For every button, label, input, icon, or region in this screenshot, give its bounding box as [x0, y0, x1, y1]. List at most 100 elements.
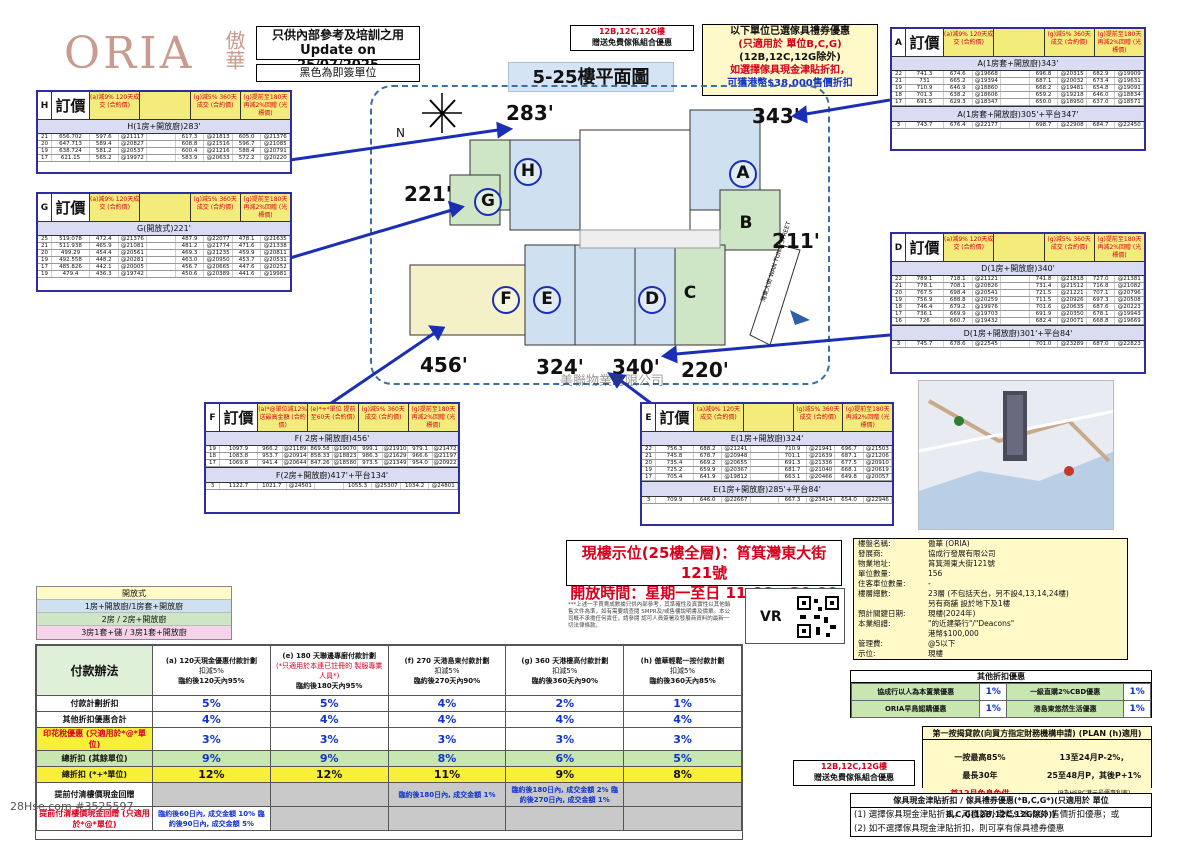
price-cell: @20827 [119, 141, 148, 147]
price-cell: @21635 [261, 236, 291, 242]
unit-g-marker[interactable]: G [474, 188, 502, 216]
price-cell: 954.0 [408, 460, 433, 466]
col-a: (a)減9% 120天成交 (合約價) [944, 234, 995, 261]
price-cell: @21910 [383, 446, 408, 452]
furniture-cash-box: 傢具現金津貼折扣 / 傢具禮券優惠(*B,C,G*)(只適用於 單位B,C,G(… [850, 793, 1152, 837]
map-drawing [919, 391, 1113, 529]
col-blank [994, 29, 1045, 56]
price-cell: 485.826 [52, 264, 90, 270]
price-cell: 17 [642, 474, 656, 480]
info-value: 現樓 [928, 649, 943, 658]
dim-g: 221' [404, 182, 452, 206]
unit-e-marker[interactable]: E [533, 286, 561, 314]
price-cell: 869.58 [308, 446, 333, 452]
other-title: 其他折扣優惠 [851, 671, 1151, 683]
price-cell: 19 [38, 148, 52, 154]
gift-desc: 贈送免費傢俬組合優惠 [592, 38, 672, 47]
price-cell: @20466 [807, 474, 836, 480]
price-cell: @21376 [119, 236, 148, 242]
price-cell: 659.9 [694, 467, 723, 473]
price-cell: @18347 [973, 99, 1002, 105]
col-g2: (g)提前至180天 再減2%回贈 (光標價) [408, 404, 458, 431]
vr-box[interactable]: VR [745, 588, 845, 644]
unit-f-marker[interactable]: F [492, 286, 520, 314]
price-cell: @20057 [864, 474, 892, 480]
table-letter: F [206, 404, 220, 431]
unit-d-marker[interactable]: D [638, 286, 666, 314]
info-value: 另有商舖 設於地下及1樓 [928, 599, 1011, 608]
price-cell: @19432 [973, 318, 1002, 324]
price-cell: @20508 [1115, 297, 1145, 303]
dim-c: 220' [681, 358, 729, 382]
price-cell: 691.3 [779, 460, 808, 466]
price-cell: @18580 [333, 460, 358, 466]
row-cash-rebate-special: 提前付清樓價現金回贈 (只適用於*@*單位)臨約後60日內, 成交金額 10% … [36, 806, 742, 831]
price-cell: @22450 [1115, 122, 1145, 128]
location-map[interactable] [918, 380, 1114, 530]
info-value: 156 [928, 569, 943, 578]
price-cell: @21639 [807, 453, 836, 459]
price-cell: 687.1 [835, 453, 864, 459]
price-cell [1001, 122, 1030, 128]
price-cell: 499.29 [52, 250, 90, 256]
dim-b: 211' [772, 229, 820, 253]
unit-b-marker[interactable]: B [739, 213, 753, 233]
price-cell: @20032 [1058, 78, 1087, 84]
price-cell: 701.0 [1030, 341, 1059, 347]
unit-h-marker[interactable]: H [514, 158, 542, 186]
price-cell: @21774 [204, 243, 233, 249]
price-cell: 21 [642, 453, 656, 459]
col-blank [743, 404, 794, 431]
price-cell: @19091 [1115, 85, 1145, 91]
payment-plans-table: 付款辦法 (a) 120天現金優惠付款計劃扣減5%臨約後120天內95% (e)… [35, 644, 743, 840]
price-cell: 684.7 [1087, 122, 1116, 128]
price-cell: @20950 [204, 257, 233, 263]
info-key [854, 599, 928, 609]
price-cell: 478.1 [233, 236, 262, 242]
qr-code-icon[interactable] [796, 595, 840, 639]
info-value: 協成行發展有限公司 [928, 549, 996, 558]
price-cell: @19218 [1058, 92, 1087, 98]
price-cell: @22077 [204, 236, 233, 242]
price-cell: @19668 [973, 71, 1002, 77]
unit-a-marker[interactable]: A [729, 160, 757, 188]
price-cell: 682.4 [1030, 318, 1059, 324]
col-g2: (g)提前至180天 再減2%回贈 (光標價) [1094, 234, 1144, 261]
price-cell: 858.33 [308, 453, 333, 459]
price-cell [147, 134, 176, 140]
price-cell: 441.6 [233, 271, 262, 277]
price-cell: @21472 [433, 446, 458, 452]
price-cell: 708.1 [944, 283, 973, 289]
price-cell: 743.7 [906, 122, 944, 128]
price-cell: 973.5 [358, 460, 383, 466]
price-cell: @22946 [864, 497, 892, 503]
price-cell: @20914 [283, 453, 308, 459]
price-cell [1001, 99, 1030, 105]
price-cell: @20223 [1115, 304, 1145, 310]
price-cell: @21040 [807, 467, 836, 473]
price-cell: @20541 [973, 290, 1002, 296]
price-cell: @20948 [722, 453, 751, 459]
price-cell: 1097.9 [220, 446, 258, 452]
price-cell: @20005 [119, 264, 148, 270]
price-cell: 19 [892, 85, 906, 91]
price-cell: 656.702 [52, 134, 90, 140]
info-key: 住客車位數量: [858, 579, 906, 588]
unit-type-2: F(2房+開放廚)417'+平台134' [206, 467, 458, 483]
price-cell: 696.8 [1030, 71, 1059, 77]
unit-type: D(1房+開放廚)340' [892, 262, 1144, 276]
unit-c-marker[interactable]: C [683, 283, 697, 303]
price-cell [147, 271, 176, 277]
price-cell: 17 [38, 155, 52, 161]
price-cell: 741.8 [1030, 276, 1059, 282]
col-g: (g)減5% 360天成交 (合約價) [1044, 29, 1095, 56]
price-cell [1001, 297, 1030, 303]
price-cell: @19943 [1115, 311, 1145, 317]
